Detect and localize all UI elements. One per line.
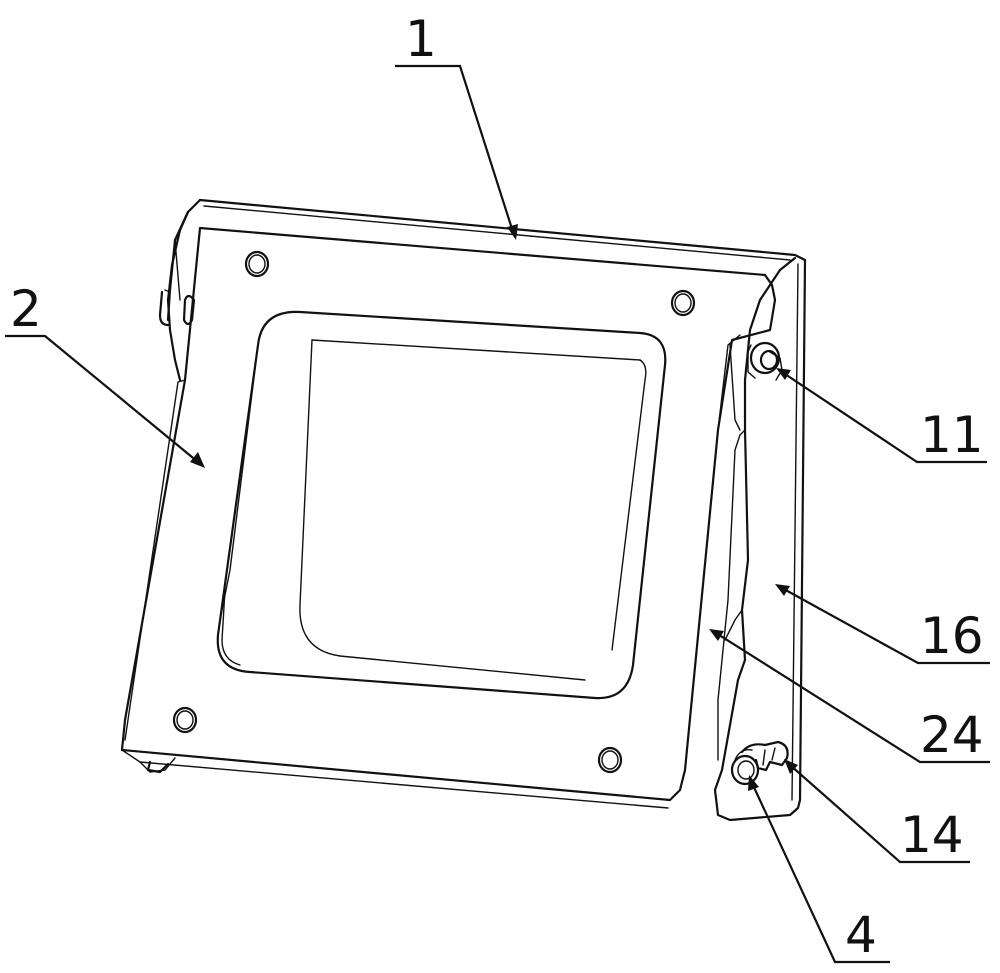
window-opening xyxy=(218,312,666,698)
callout-24: 24 xyxy=(920,706,984,764)
callout-2: 2 xyxy=(10,280,42,338)
left-pivot-pin xyxy=(160,290,194,325)
leader-1 xyxy=(395,66,518,240)
callout-labels: 1 2 11 16 24 14 4 xyxy=(10,10,984,964)
callout-1: 1 xyxy=(405,10,437,68)
hole-bottom-right xyxy=(599,748,621,772)
callout-11: 11 xyxy=(920,406,984,464)
lock-pin xyxy=(732,750,758,784)
callout-4: 4 xyxy=(845,906,877,964)
pivot-bolt xyxy=(748,343,782,380)
callout-16: 16 xyxy=(920,607,984,665)
callout-leaders xyxy=(5,66,990,962)
hole-bottom-left xyxy=(174,708,196,732)
hole-top-right xyxy=(672,291,694,315)
hole-top-left xyxy=(246,252,268,276)
front-plate xyxy=(122,228,775,808)
callout-14: 14 xyxy=(900,806,964,864)
